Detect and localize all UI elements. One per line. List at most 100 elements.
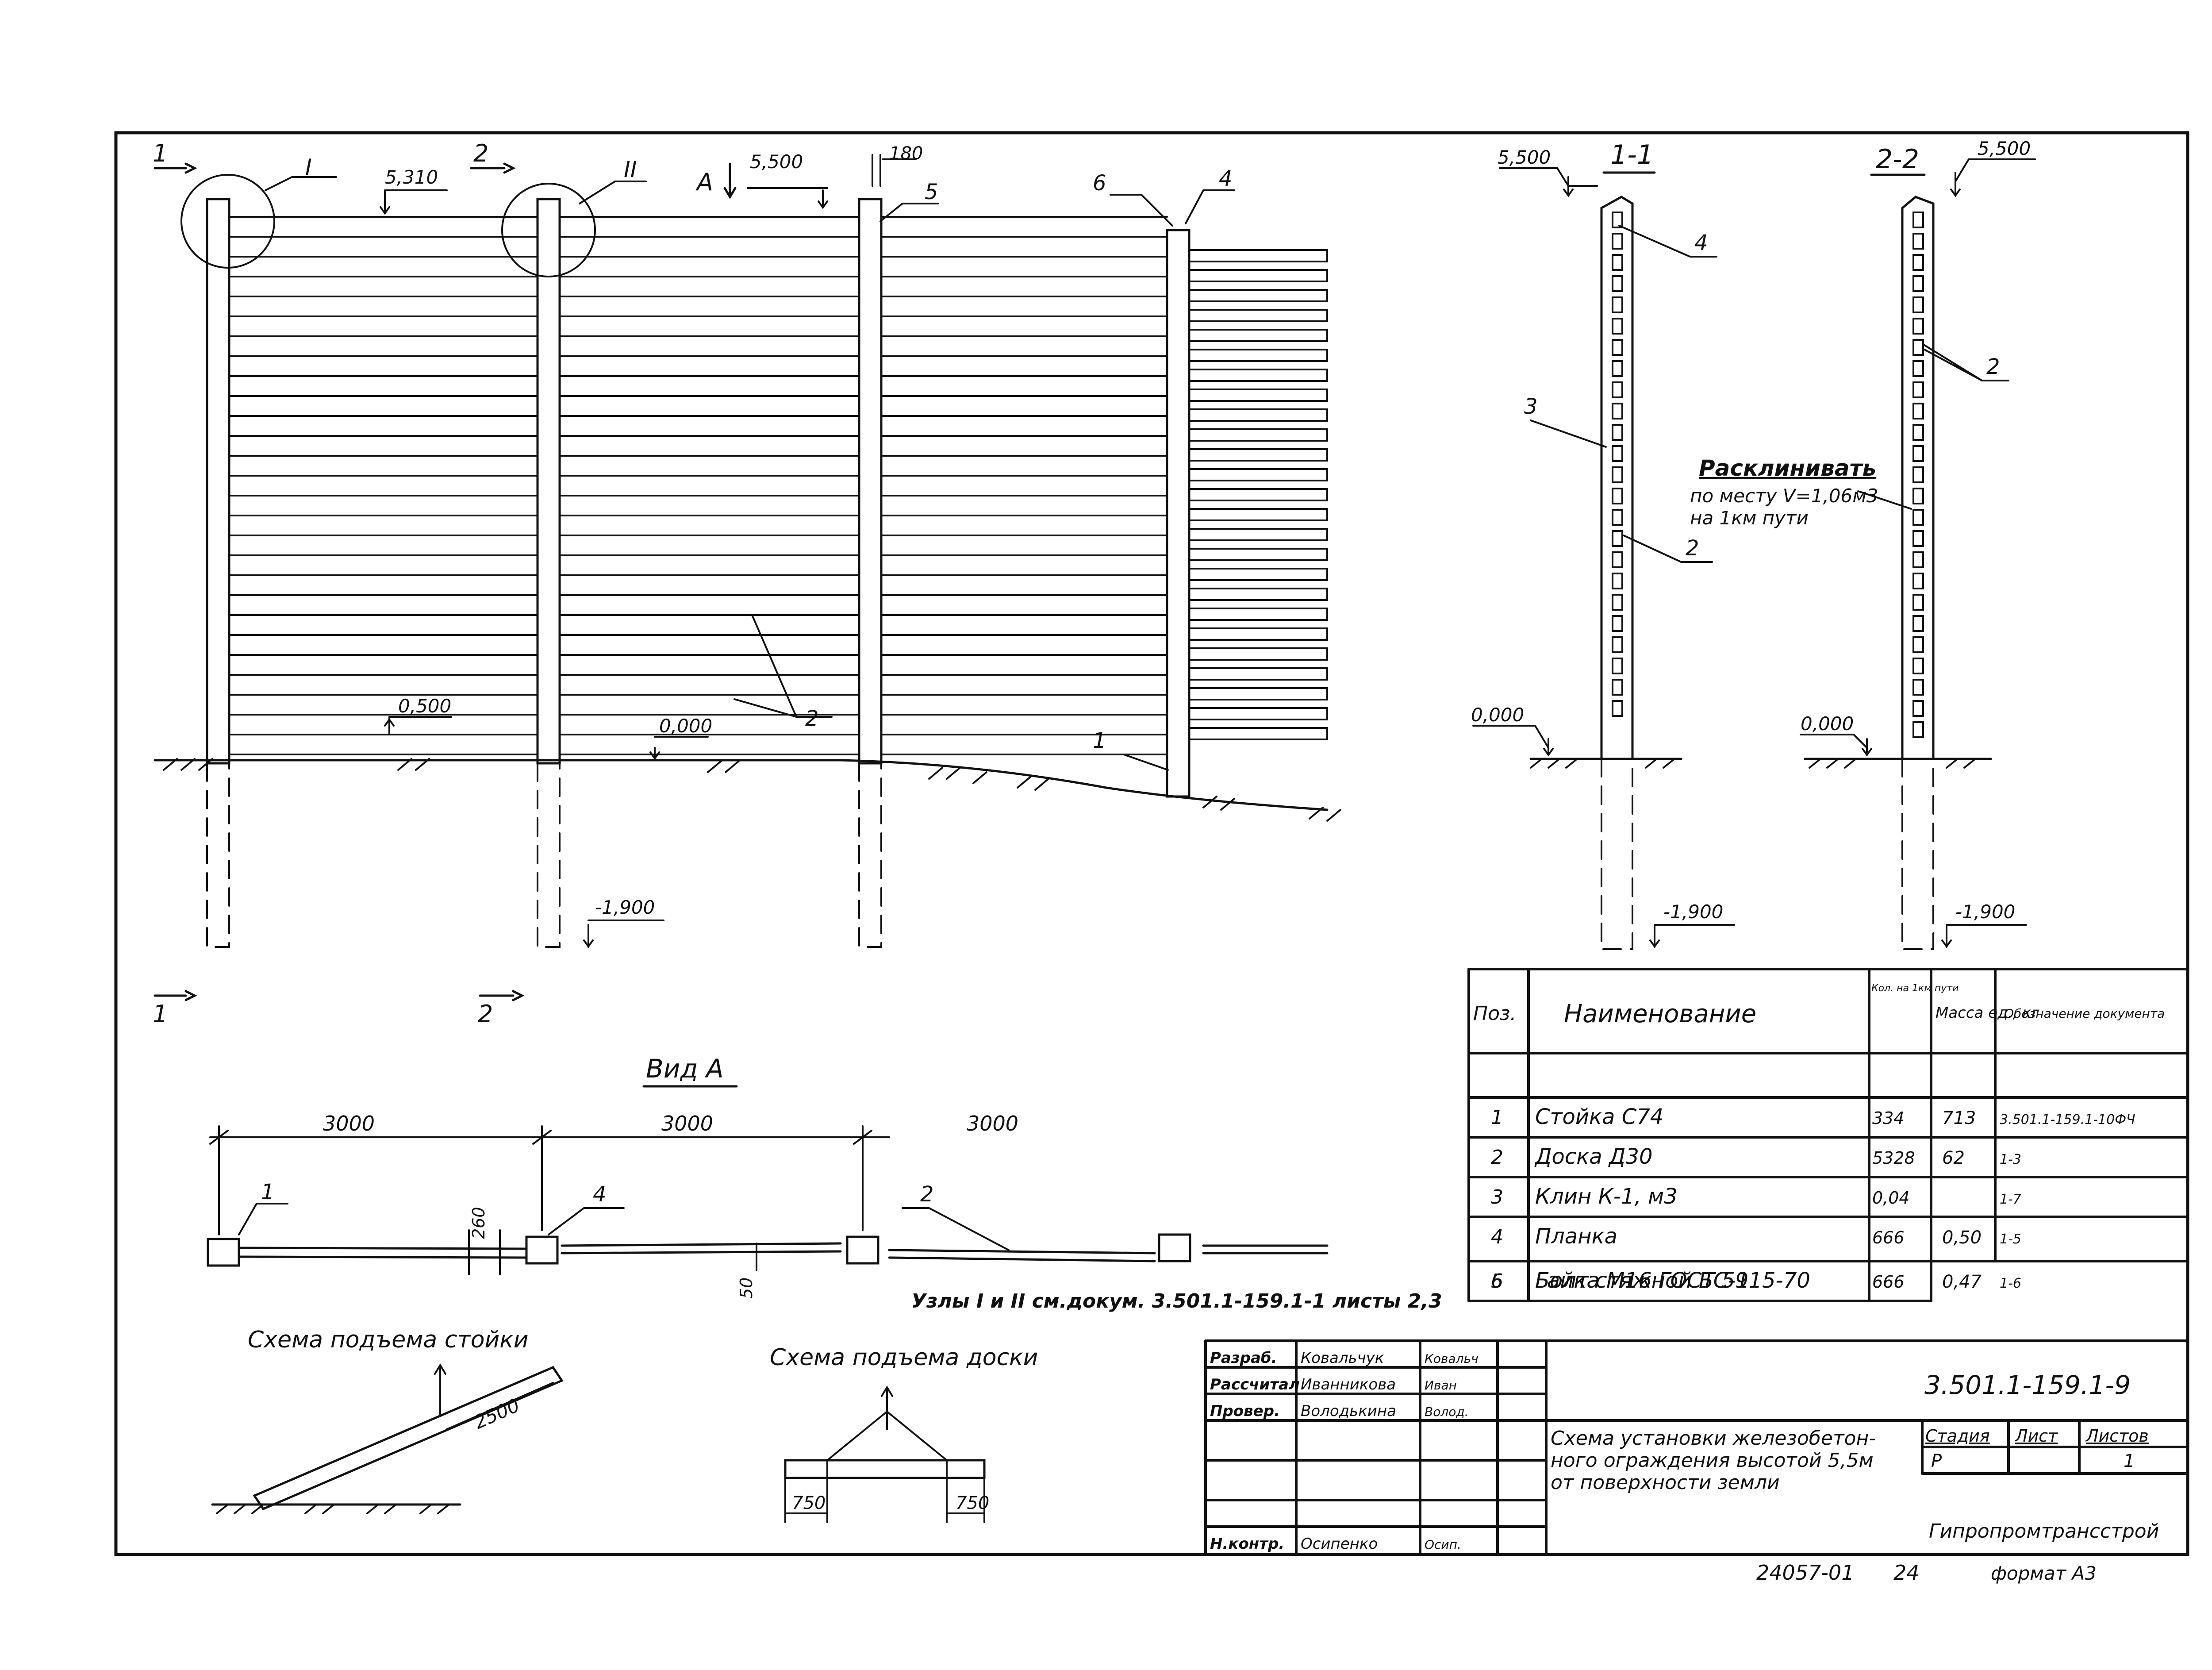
view-a-callout-2: 2 — [920, 1182, 934, 1207]
wedge-note: Расклинивать по месту V=1,06м3 на 1км пу… — [1690, 455, 1912, 529]
board-lift-dim-left: 750 — [792, 1493, 826, 1513]
spec-cell: 1 — [1491, 1106, 1503, 1129]
section-1-mark-top: 1 — [153, 139, 168, 167]
spec-cell: 334 — [1872, 1108, 1905, 1128]
fence-elevation: 1 2 1 2 I II А 5,310 5,500 180 5 6 — [153, 139, 1341, 1028]
view-a-post-3 — [846, 1235, 879, 1265]
section-1-1-top-level-mark — [1499, 167, 1598, 197]
section-2-2-post — [1901, 196, 1935, 760]
callout-4-elev: 4 — [1219, 166, 1233, 191]
board-lift-board — [784, 1459, 986, 1479]
board-slot — [1912, 233, 1924, 250]
view-a-boards — [238, 1242, 1329, 1262]
wedge-note-leader — [1857, 490, 1912, 510]
section-2-2: 2-2 5,500 0,000 -1,900 2 — [1800, 138, 2036, 950]
sheets-header: Листов — [2085, 1426, 2149, 1446]
board-slot — [1912, 360, 1924, 377]
board-slot — [1612, 424, 1623, 441]
board-slot — [1912, 594, 1924, 611]
title-block-name: Ковальчук — [1301, 1349, 1384, 1367]
board-slot — [1912, 573, 1924, 589]
doc-title-line2: ного ограждения высотой 5,5м — [1551, 1449, 1874, 1472]
board-slot — [1912, 212, 1924, 228]
view-a-dim-260: 260 — [469, 1207, 488, 1239]
spec-cell: 0,04 — [1872, 1188, 1910, 1208]
spec-cell: 1-5 — [2000, 1231, 2021, 1247]
section-1-1-level-bottom: -1,900 — [1663, 901, 1723, 923]
section-2-2-level-top: 5,500 — [1978, 138, 2031, 159]
title-block-role: Разраб. — [1210, 1349, 1277, 1367]
section-1-1-leader-2 — [1623, 535, 1713, 563]
board-slot — [1912, 615, 1924, 632]
fence-board-end — [1188, 588, 1328, 601]
view-a-callout-4: 4 — [593, 1182, 607, 1207]
title-block-signature: Осип. — [1425, 1537, 1461, 1552]
fence-board-end — [1188, 309, 1328, 322]
fence-board-end — [1188, 448, 1328, 462]
fence-board-end — [1188, 468, 1328, 481]
spec-cell: 666 — [1872, 1272, 1905, 1292]
board-slot — [1912, 275, 1924, 292]
board-slot — [1912, 381, 1924, 398]
board-lift-dims — [784, 1459, 985, 1523]
post-lift-dim-line — [446, 1382, 554, 1430]
section-2-2-level-ground: 0,000 — [1801, 713, 1854, 735]
view-a: Вид А 3000 3000 3000 260 50 1 4 2 Узлы I… — [207, 1054, 1442, 1312]
board-slot — [1912, 403, 1924, 419]
board-slot — [1912, 530, 1924, 547]
fence-board-end — [1188, 647, 1328, 661]
section-2-mark-top: 2 — [473, 139, 488, 167]
section-1-1-leader-3 — [1530, 419, 1607, 448]
board-slot — [1912, 296, 1924, 313]
spec-header-mass: Масса ед., кг — [1936, 1004, 2040, 1022]
spec-cell: 3.501.1-159.1-10ФЧ — [2000, 1112, 2135, 1127]
section-1-1: 1-1 5,500 0,000 -1,900 4 3 2 — [1471, 139, 1735, 950]
board-slot — [1912, 721, 1924, 738]
board-slot — [1612, 594, 1623, 611]
spec-table: Поз. Наименование Кол. на 1км пути Масса… — [1467, 968, 2189, 1302]
board-slot — [1612, 254, 1623, 271]
section-2-2-hatching — [1809, 758, 1976, 769]
board-slot — [1612, 445, 1623, 462]
post-4 — [1166, 229, 1190, 798]
section-1-1-footing — [1601, 758, 1633, 950]
board-slot — [1612, 488, 1623, 504]
board-slot — [1912, 679, 1924, 696]
node-1-mark: I — [305, 154, 312, 180]
fence-board-end — [1188, 667, 1328, 681]
nodes-note: Узлы I и II см.докум. 3.501.1-159.1-1 ли… — [911, 1290, 1442, 1312]
fence-board-end — [1188, 408, 1328, 422]
board-slot — [1612, 233, 1623, 250]
wedge-note-line2: на 1км пути — [1690, 507, 1809, 529]
section-1-1-callout-3: 3 — [1524, 394, 1538, 419]
sheet-frame — [114, 131, 2189, 1556]
fence-board-end — [1188, 687, 1328, 700]
node-circle-1 — [180, 174, 275, 269]
fence-board-end — [1188, 627, 1328, 641]
title-block-name: Иванникова — [1301, 1376, 1396, 1393]
fence-boards — [228, 216, 1328, 755]
section-1-1-callout-2: 2 — [1686, 536, 1699, 561]
spec-cell: Стойка С74 — [1535, 1104, 1663, 1129]
board-slot — [1612, 509, 1623, 526]
board-slot — [1612, 318, 1623, 335]
callout-5: 5 — [925, 180, 938, 204]
post-2 — [536, 198, 561, 765]
spec-cell: Клин К-1, м3 — [1535, 1184, 1678, 1209]
board-slot — [1912, 488, 1924, 504]
section-2-2-title: 2-2 — [1876, 144, 1919, 175]
board-slot — [1912, 658, 1924, 674]
spec-cell: 3 — [1491, 1186, 1503, 1208]
ground-hatching — [163, 758, 1341, 822]
spec-cell: 6 — [1491, 1270, 1503, 1293]
fence-board-end — [1188, 727, 1328, 740]
spec-header-qty: Кол. на 1км пути — [1871, 983, 1959, 994]
board-slot — [1912, 318, 1924, 335]
board-slot — [1612, 700, 1623, 717]
title-block-grid — [1204, 1339, 2189, 1556]
view-a-leader-2 — [902, 1207, 1010, 1251]
board-slot — [1612, 679, 1623, 696]
doc-title-line1: Схема установки железобетон- — [1551, 1427, 1876, 1450]
board-slot — [1612, 212, 1623, 228]
spec-cell: 62 — [1942, 1148, 1965, 1168]
